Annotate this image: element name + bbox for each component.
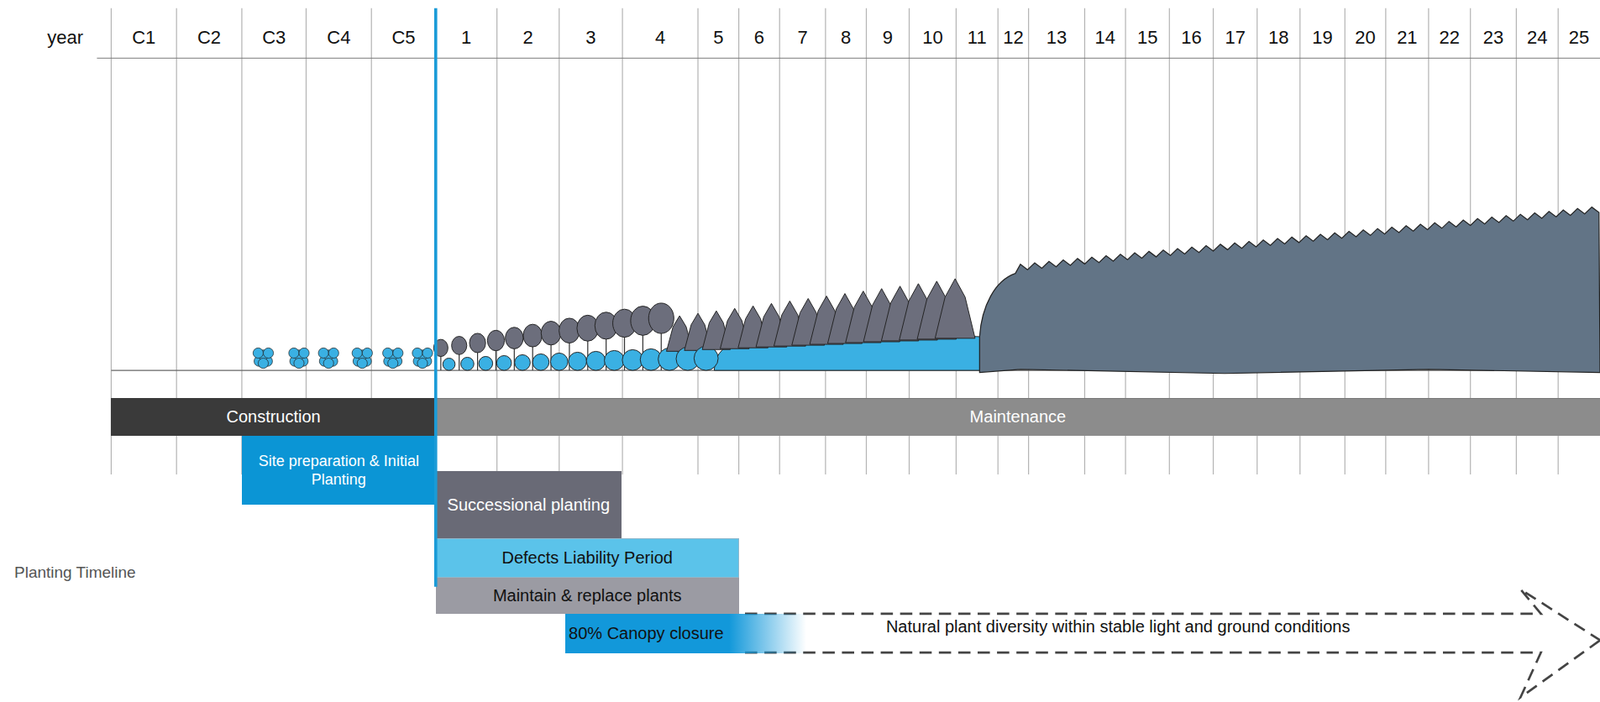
timeline-bar: Successional planting	[435, 471, 622, 539]
year-label: C5	[391, 26, 415, 49]
year-label: 2	[523, 26, 534, 49]
shrub	[356, 358, 368, 369]
shrub	[318, 347, 329, 358]
shrub	[604, 350, 625, 371]
timeline-bar: 80% Canopy closure	[565, 613, 807, 653]
year-label: 8	[840, 26, 851, 49]
shrub	[568, 351, 588, 371]
timeline-bar: Defects Liability Period	[435, 538, 740, 578]
shrub	[412, 347, 423, 358]
shrub	[323, 358, 334, 369]
header-rule	[96, 57, 1600, 59]
year-label: 18	[1268, 26, 1289, 49]
tree-crown	[540, 321, 562, 346]
shrub	[461, 356, 475, 371]
year-label: 5	[713, 26, 724, 49]
year-label: C2	[197, 26, 221, 49]
bar-label: Site preparation & Initial Planting	[241, 451, 436, 490]
year-label: 17	[1224, 26, 1245, 49]
shrub	[550, 352, 568, 371]
year-label: 7	[797, 26, 808, 49]
shrub	[288, 347, 300, 358]
timeline-bar: Maintain & replace plants	[435, 577, 740, 615]
bar-label: Construction	[225, 406, 320, 428]
axis-title: year	[47, 26, 84, 49]
tree-crown	[523, 324, 542, 347]
shrub	[417, 358, 428, 369]
year-label: 12	[1002, 26, 1023, 49]
shrub	[361, 347, 373, 358]
bar-label: Successional planting	[447, 494, 610, 516]
shrub	[532, 353, 550, 371]
shrub	[299, 347, 310, 358]
arrow-upper	[744, 589, 1600, 641]
tree-crown	[505, 327, 524, 350]
year-label: 16	[1180, 26, 1202, 49]
tree-crown	[433, 339, 448, 357]
shrub	[293, 358, 305, 369]
bar-label: Maintain & replace plants	[493, 585, 682, 607]
tree-growth	[252, 207, 1600, 374]
tree-crown	[451, 336, 467, 356]
shrub	[351, 347, 362, 358]
year-label: 4	[655, 26, 666, 49]
shrub	[422, 347, 433, 358]
year-label: 9	[882, 26, 893, 49]
year-label: 22	[1439, 26, 1460, 49]
timeline-bar: Site preparation & Initial Planting	[241, 435, 436, 506]
year-label: 3	[585, 26, 596, 49]
shrub	[496, 355, 512, 371]
bar-label: Defects Liability Period	[501, 547, 672, 569]
year-label: C4	[326, 26, 351, 49]
timeline-bar: Maintenance	[435, 398, 1600, 436]
year-label: 11	[967, 26, 987, 49]
year-label: 24	[1526, 26, 1548, 49]
year-label: 21	[1396, 26, 1417, 49]
year-label: 23	[1483, 26, 1504, 49]
year-label: 15	[1137, 26, 1158, 49]
shrub	[388, 358, 399, 369]
bar-label: 80% Canopy closure	[568, 623, 724, 645]
year-label: C3	[262, 26, 286, 49]
year-label: 14	[1095, 26, 1116, 49]
figure-caption: Planting Timeline	[14, 563, 137, 583]
shrub	[382, 347, 394, 358]
shrub	[262, 347, 273, 358]
timeline-bar: Construction	[110, 398, 436, 436]
shrub	[328, 347, 339, 358]
shrub	[514, 354, 531, 371]
tree-crown	[469, 333, 486, 353]
year-label: 20	[1354, 26, 1375, 49]
mature-canopy	[979, 207, 1600, 374]
year-label: 1	[461, 26, 472, 49]
tree-crown	[648, 303, 674, 334]
shrub	[252, 347, 263, 358]
shrub	[478, 356, 494, 371]
arrow-lower	[744, 640, 1600, 698]
shrub	[586, 351, 606, 371]
year-label: C1	[131, 26, 156, 49]
year-label: 19	[1311, 26, 1333, 49]
year-label: 10	[922, 26, 943, 49]
tree-crown	[934, 278, 976, 339]
year-label: 13	[1046, 26, 1067, 49]
tree-crown	[559, 318, 581, 344]
dashed-arrow: Natural plant diversity within stable li…	[744, 566, 1600, 702]
shrub	[257, 358, 268, 369]
tree-crown	[487, 330, 504, 351]
bar-label: Natural plant diversity within stable li…	[882, 616, 1354, 638]
shrub	[393, 347, 404, 358]
year-label: 25	[1568, 26, 1590, 49]
bar-label: Maintenance	[970, 406, 1067, 428]
year-label: 6	[754, 26, 765, 49]
shrub	[442, 358, 456, 372]
